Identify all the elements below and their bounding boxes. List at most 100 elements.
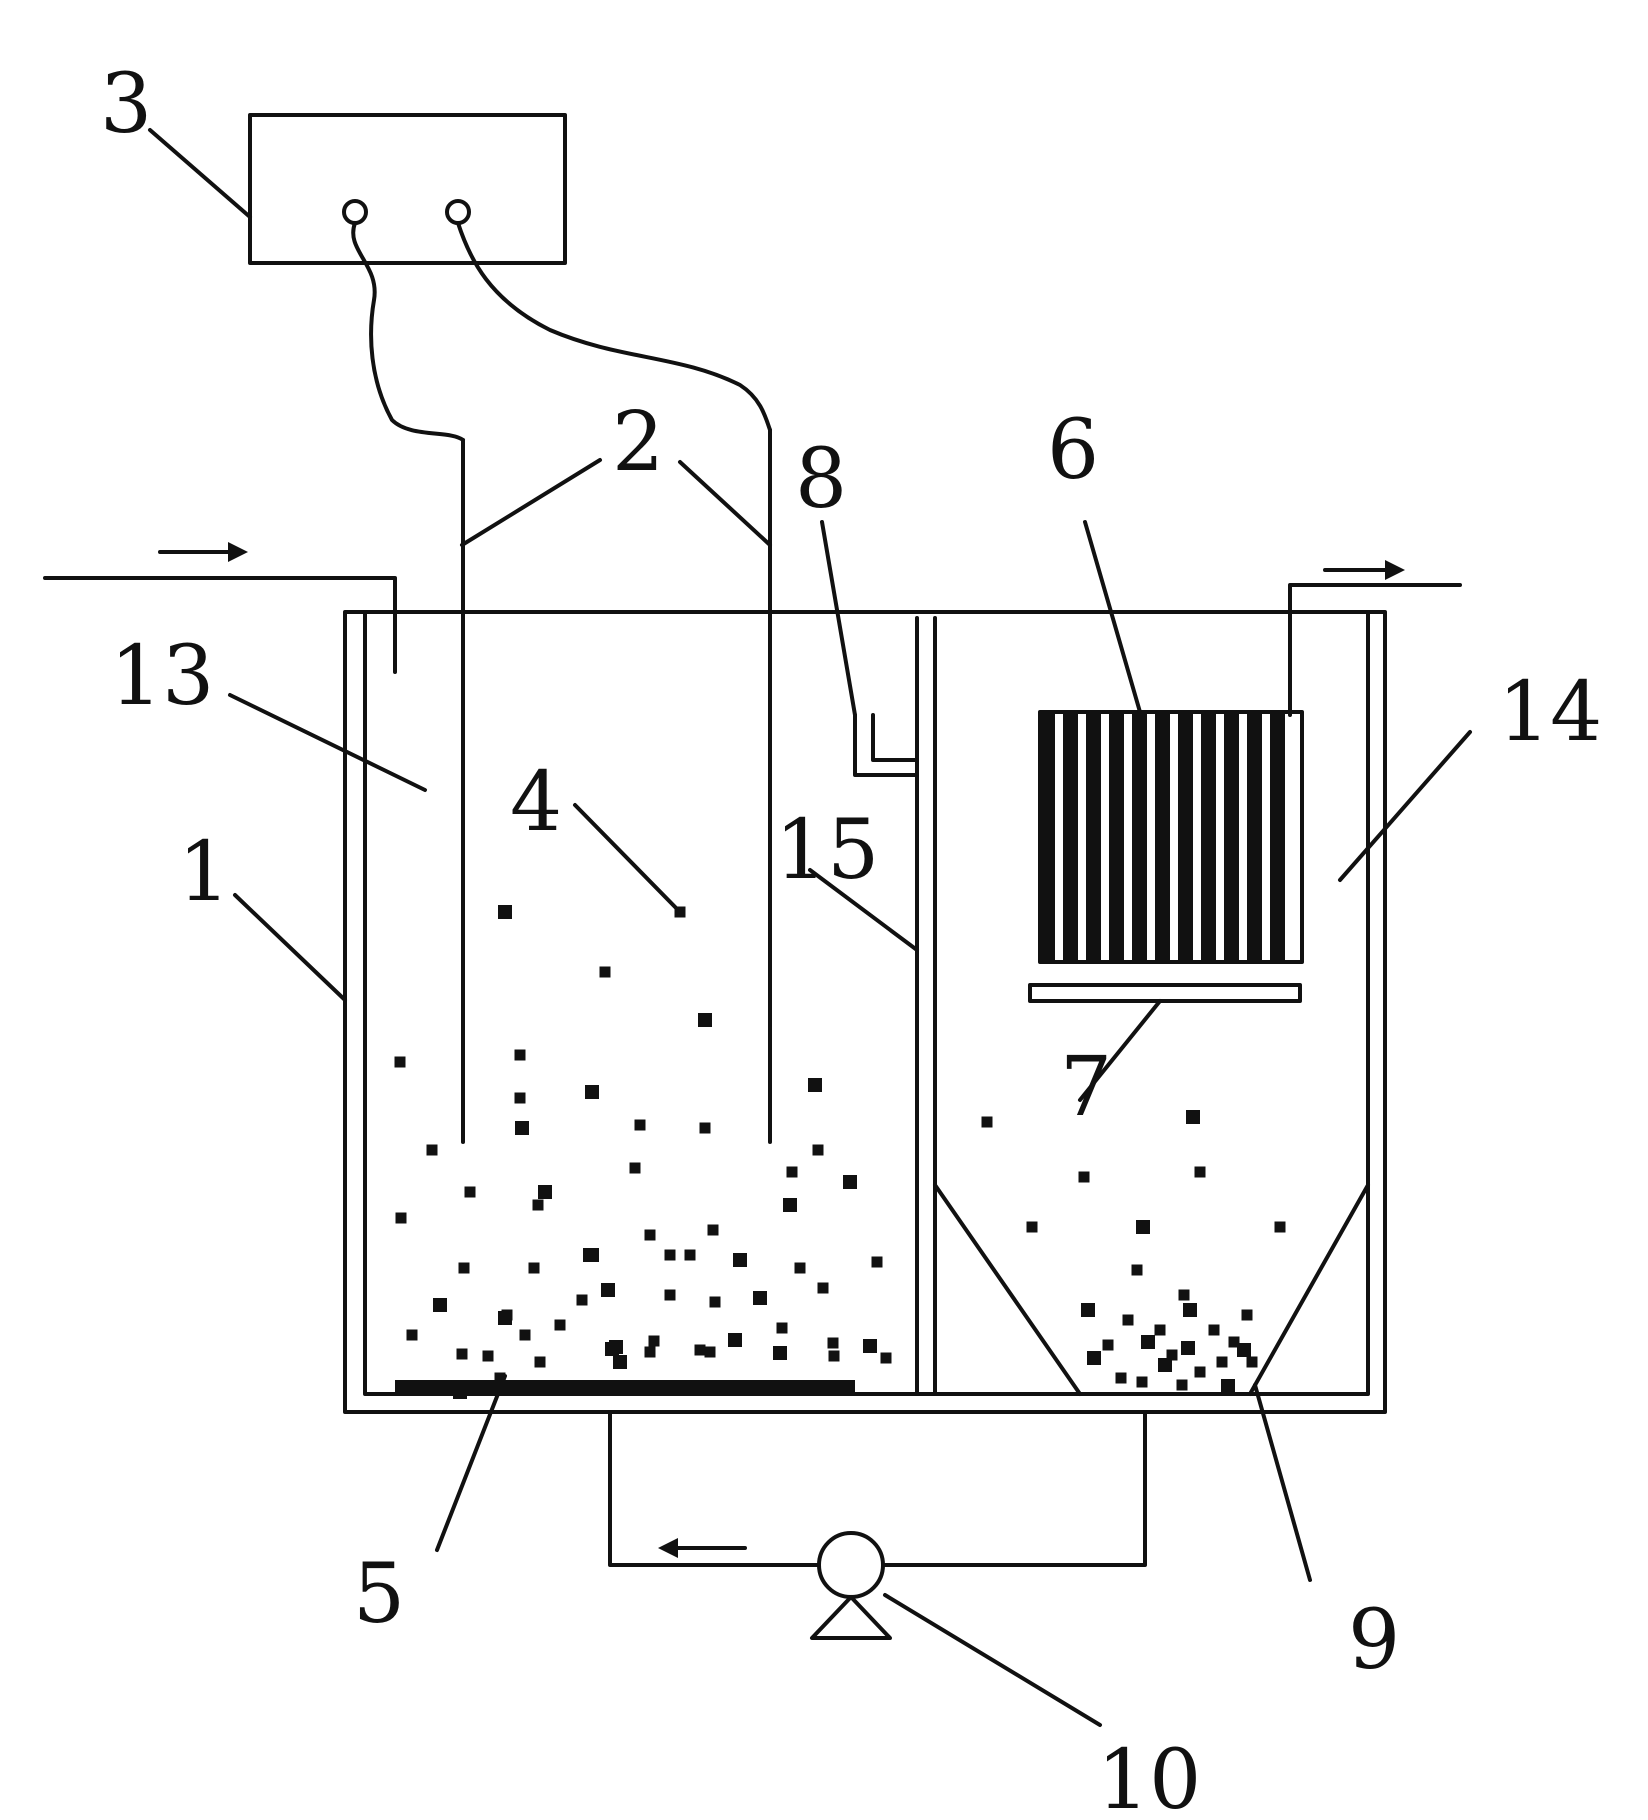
outlet-pipe (1288, 583, 1462, 717)
inlet-arrow-head (228, 542, 248, 562)
particle (783, 1198, 797, 1212)
particle (482, 1350, 494, 1362)
particle (394, 1056, 406, 1068)
particle (1246, 1356, 1258, 1368)
leader-2b (678, 460, 772, 547)
pump (817, 1531, 885, 1599)
power-terminal-left (342, 199, 368, 225)
overflow-pipe (853, 713, 919, 777)
leader-3 (148, 128, 252, 219)
particle (1274, 1221, 1286, 1233)
aerator-bar (1028, 983, 1302, 1003)
label-8: 8 (795, 432, 847, 527)
particle (684, 1249, 696, 1261)
label-15: 15 (775, 803, 879, 898)
particle (1102, 1339, 1114, 1351)
membrane-slat (1178, 712, 1193, 962)
particle (406, 1329, 418, 1341)
wire-left (351, 221, 465, 442)
arrowheads (228, 542, 1405, 1558)
particle (514, 1049, 526, 1061)
pump-stand (810, 1595, 892, 1640)
particles (394, 905, 1286, 1399)
particle (498, 905, 512, 919)
particle (843, 1175, 857, 1189)
particle (674, 906, 686, 918)
particle (794, 1262, 806, 1274)
sludge-hopper-right (1248, 1183, 1370, 1396)
particle (709, 1296, 721, 1308)
particle (1228, 1336, 1240, 1348)
leader-14 (1338, 730, 1472, 882)
inlet-pipe (43, 576, 397, 674)
particle (1237, 1343, 1251, 1357)
particle (664, 1249, 676, 1261)
particle (1221, 1379, 1235, 1393)
particle (664, 1289, 676, 1301)
particle (981, 1116, 993, 1128)
label-14: 14 (1498, 665, 1602, 760)
particle (599, 966, 611, 978)
particle (1183, 1303, 1197, 1317)
particle (863, 1339, 877, 1353)
particle (585, 1085, 599, 1099)
particle (1115, 1372, 1127, 1384)
particle (1136, 1376, 1148, 1388)
particle (1178, 1289, 1190, 1301)
particle (812, 1144, 824, 1156)
particle (1081, 1303, 1095, 1317)
particle (733, 1253, 747, 1267)
label-10: 10 (1097, 1733, 1201, 1820)
label-3: 3 (100, 57, 152, 152)
membrane-slat (1247, 712, 1262, 962)
particle (456, 1348, 468, 1360)
label-9: 9 (1348, 1593, 1400, 1688)
leader-10 (883, 1593, 1102, 1727)
particle (576, 1294, 588, 1306)
particle (532, 1199, 544, 1211)
label-5: 5 (353, 1547, 405, 1642)
membrane-slat (1063, 712, 1078, 962)
particle (786, 1166, 798, 1178)
particle (1181, 1341, 1195, 1355)
particle (395, 1212, 407, 1224)
particle (464, 1186, 476, 1198)
particle (426, 1144, 438, 1156)
leader-9 (1253, 1383, 1312, 1582)
particle (753, 1291, 767, 1305)
particle (817, 1282, 829, 1294)
particle (583, 1248, 597, 1262)
membrane-module (1038, 710, 1304, 964)
particle (827, 1337, 839, 1349)
label-2: 2 (612, 395, 664, 490)
particle (458, 1262, 470, 1274)
particle (554, 1319, 566, 1331)
particle (1131, 1264, 1143, 1276)
inner-tank (363, 610, 1370, 1396)
particle (634, 1119, 646, 1131)
leader-6 (1083, 520, 1142, 714)
leader-8 (820, 520, 857, 717)
particle (773, 1346, 787, 1360)
outlet-arrow-head (1385, 560, 1405, 580)
particle (453, 1385, 467, 1399)
particle (1166, 1349, 1178, 1361)
membrane-slat (1201, 712, 1216, 962)
particle (828, 1350, 840, 1362)
power-terminal-right (445, 199, 471, 225)
particle (1208, 1324, 1220, 1336)
particle (880, 1352, 892, 1364)
membrane-slat (1224, 712, 1239, 962)
particle (613, 1355, 627, 1369)
recirculation-arrow-head (658, 1538, 678, 1558)
particle (644, 1346, 656, 1358)
bottom-plate (395, 1380, 855, 1393)
particle (699, 1122, 711, 1134)
particle (538, 1185, 552, 1199)
particle (808, 1078, 822, 1092)
label-4: 4 (510, 755, 562, 850)
particle (514, 1092, 526, 1104)
recirculation-pipe (608, 1410, 820, 1567)
